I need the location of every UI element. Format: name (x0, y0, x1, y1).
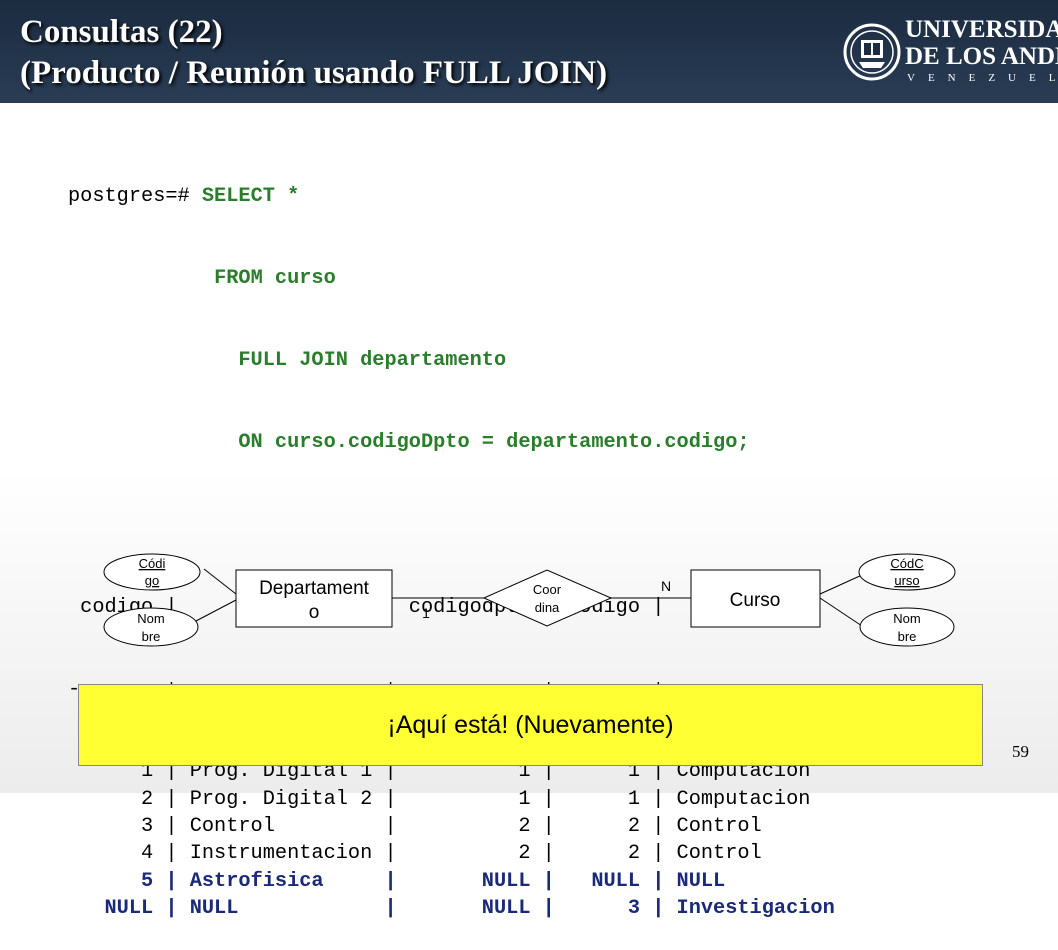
title-line-1: Consultas (22) (20, 14, 223, 50)
result-row: 3 | Control | 2 | 2 | Control (68, 815, 762, 839)
attr-codigo-departamento: Códi go (103, 553, 201, 591)
query-text: FULL JOIN departamento (238, 349, 507, 373)
attr-text: Nom (137, 611, 164, 626)
result-row: 5 | Astrofisica | NULL | NULL | NULL (68, 869, 726, 893)
attr-text: bre (898, 629, 917, 644)
query-line-1: postgres=# SELECT * (68, 183, 847, 210)
result-row: 4 | Instrumentacion | 2 | 2 | Control (68, 842, 762, 866)
attr-text: urso (894, 573, 919, 588)
er-diagram: Códi go Nom bre CódC urso Nom bre Depart… (103, 553, 956, 647)
attr-text: Nom (893, 611, 920, 626)
console-prompt: postgres=# (68, 184, 202, 208)
attr-nombre-curso: Nom bre (859, 607, 955, 647)
result-row: NULL | NULL | NULL | 3 | Investigacion (68, 897, 835, 921)
attr-codcurso: CódC urso (858, 553, 956, 591)
blank-line (68, 512, 847, 539)
logo-text-line-3: VENEZUELA (907, 72, 1058, 84)
university-crest-icon (843, 23, 901, 81)
relationship-coordina: Coor dina (482, 569, 613, 627)
entity-text: Departament (259, 578, 370, 599)
logo-text-line-2: DE LOS ANDES (905, 43, 1058, 70)
relationship-text: Coor (533, 582, 562, 597)
header-bar: Consultas (22) (Producto / Reunión usand… (0, 0, 1058, 103)
sql-console: postgres=# SELECT * FROM curso FULL JOIN… (68, 128, 847, 950)
attr-text: go (145, 573, 159, 588)
entity-curso: Curso (690, 569, 821, 628)
attr-text: bre (142, 629, 161, 644)
entity-text: Curso (730, 590, 781, 611)
entity-departamento: Departament o (235, 569, 393, 628)
result-row: 2 | Prog. Digital 2 | 1 | 1 | Computacio… (68, 787, 811, 811)
attr-nombre-departamento: Nom bre (103, 607, 199, 647)
query-line-2: FROM curso (68, 265, 847, 292)
query-text: FROM curso (214, 267, 336, 291)
attr-text: Códi (139, 556, 166, 571)
query-line-3: FULL JOIN departamento (68, 347, 847, 374)
relationship-text: dina (535, 600, 560, 615)
highlight-note: ¡Aquí está! (Nuevamente) (78, 684, 983, 766)
page-number: 59 (1012, 742, 1029, 761)
attr-text: CódC (890, 556, 923, 571)
query-text: SELECT * (201, 184, 300, 208)
slide-title: Consultas (22) (Producto / Reunión usand… (20, 12, 607, 94)
result-rows: 1 | Prog. Digital 1 | 1 | 1 | Computacio… (68, 758, 847, 922)
query-text: ON curso.codigoDpto = departamento.codig… (238, 431, 750, 455)
cardinality-left: 1 (422, 605, 430, 621)
cardinality-right: N (661, 578, 671, 594)
entity-text: o (309, 602, 320, 623)
title-line-2: (Producto / Reunión usando FULL JOIN) (20, 55, 608, 91)
query-line-4: ON curso.codigoDpto = departamento.codig… (68, 429, 847, 456)
